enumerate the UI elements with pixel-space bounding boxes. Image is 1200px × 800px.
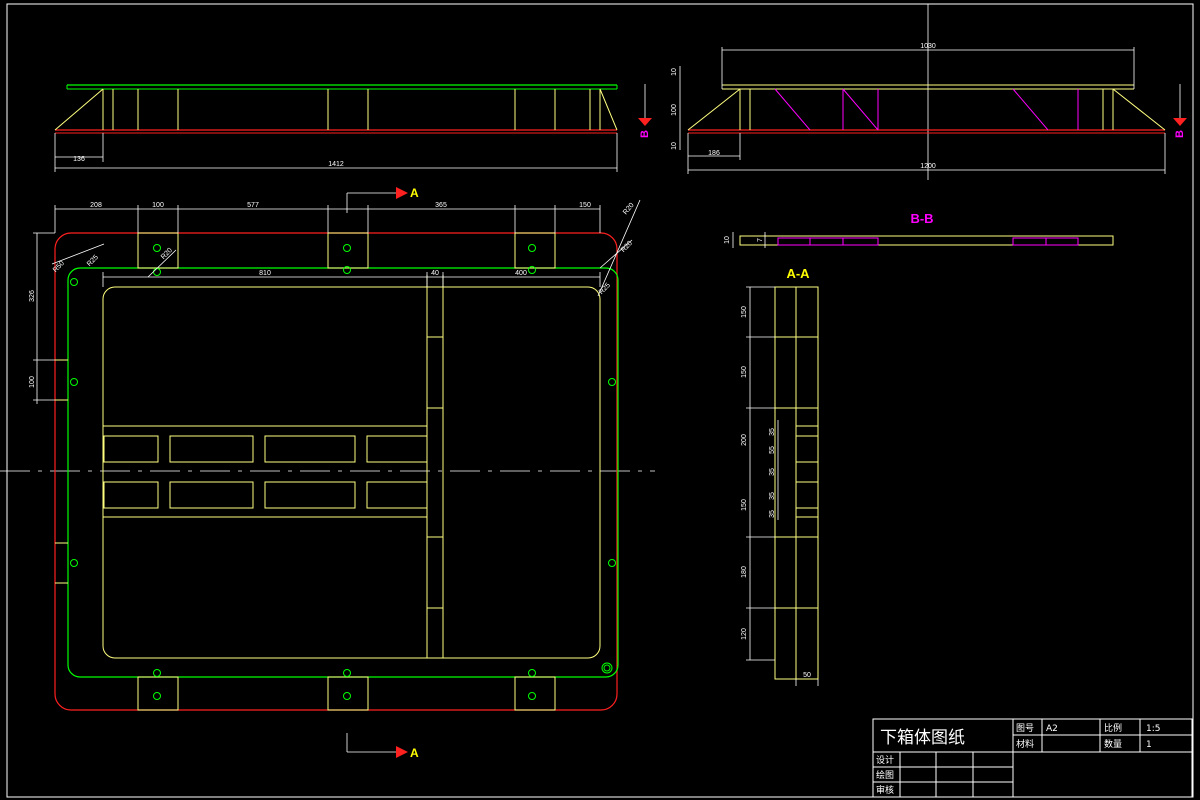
plan-dim-inner-0: 810 [259, 270, 271, 277]
plan-outer-outline [54, 232, 618, 711]
section-aa: A-A 150 150 200 [741, 266, 819, 686]
section-bb-dim-a: 10 [724, 236, 731, 244]
plan-view: 208 100 577 365 150 810 40 400 326 100 R… [29, 186, 641, 760]
value-quantity: 1 [1146, 740, 1152, 750]
plan-inner-outline [102, 286, 601, 659]
section-aa-small-3: 35 [769, 492, 776, 500]
value-drawing-no: A2 [1046, 724, 1058, 734]
label-scale: 比例 [1104, 722, 1122, 734]
section-aa-dim-3: 150 [741, 499, 748, 511]
section-aa-dim-4: 180 [741, 566, 748, 578]
plan-dim-top-1: 100 [152, 202, 164, 209]
side-dim-left: 186 [708, 150, 720, 157]
section-a-marker-bottom: A [346, 733, 419, 760]
label-design: 设计 [876, 754, 894, 766]
plan-dim-inner-1: 40 [431, 270, 439, 277]
label-material: 材料 [1016, 738, 1034, 750]
section-bb: B-B 10 7 [724, 211, 1114, 248]
section-aa-dim-0: 150 [741, 306, 748, 318]
front-dim-total: 1412 [328, 161, 344, 168]
section-aa-dim-bottom: 50 [803, 672, 811, 679]
section-aa-small-1: 55 [769, 446, 776, 454]
plan-dim-top-4: 150 [579, 202, 591, 209]
plan-dim-left-a: 326 [29, 290, 36, 302]
section-aa-small-4: 35 [769, 510, 776, 518]
front-dim-left: 136 [73, 156, 85, 163]
drawing-name: 下箱体图纸 [880, 728, 965, 748]
side-dim-v3: 10 [671, 142, 678, 150]
plan-dim-r2: R25 [86, 254, 100, 268]
label-review: 审核 [876, 784, 894, 796]
section-aa-small-0: 35 [769, 428, 776, 436]
plan-dim-top-3: 365 [435, 202, 447, 209]
side-view: 1030 1200 186 10 100 [638, 43, 1187, 174]
label-drawing-no: 图号 [1016, 723, 1034, 734]
section-b-marker-right: B [1173, 84, 1187, 138]
section-aa-dim-2: 200 [741, 434, 748, 446]
section-b-label-right: B [1174, 130, 1186, 138]
section-b-marker-left: B [638, 84, 652, 138]
section-aa-title: A-A [786, 266, 810, 281]
value-scale: 1:5 [1146, 724, 1160, 734]
plan-top-dims: 208 100 577 365 150 810 40 400 326 100 R… [29, 202, 636, 388]
side-dim-v1: 10 [671, 68, 678, 76]
title-block [872, 718, 1193, 798]
front-view: 1412 136 [54, 84, 618, 172]
section-a-label-bottom: A [410, 746, 419, 760]
plan-dim-r1: R50 [52, 260, 66, 274]
section-aa-dim-5: 120 [741, 628, 748, 640]
plan-dim-left-b: 100 [29, 376, 36, 388]
section-aa-small-2: 35 [769, 468, 776, 476]
side-dim-top: 1030 [920, 43, 936, 50]
plan-flange-outline [67, 267, 619, 678]
plan-dim-top-2: 577 [247, 202, 259, 209]
label-quantity: 数量 [1104, 738, 1122, 750]
section-a-marker-top: A [346, 186, 419, 213]
plan-dim-top-0: 208 [90, 202, 102, 209]
side-dim-v2: 100 [671, 104, 678, 116]
section-bb-title: B-B [910, 211, 933, 226]
side-dim-bottom: 1200 [920, 163, 936, 170]
label-draw: 绘图 [876, 769, 894, 781]
plan-dim-r3: R20 [160, 247, 174, 261]
section-a-label-top: A [410, 186, 419, 200]
drawing-border [6, 3, 1194, 798]
plan-dim-inner-2: 400 [515, 270, 527, 277]
section-bb-dim-b: 7 [757, 238, 764, 242]
section-aa-dim-1: 150 [741, 366, 748, 378]
section-b-label-left: B [639, 130, 651, 138]
